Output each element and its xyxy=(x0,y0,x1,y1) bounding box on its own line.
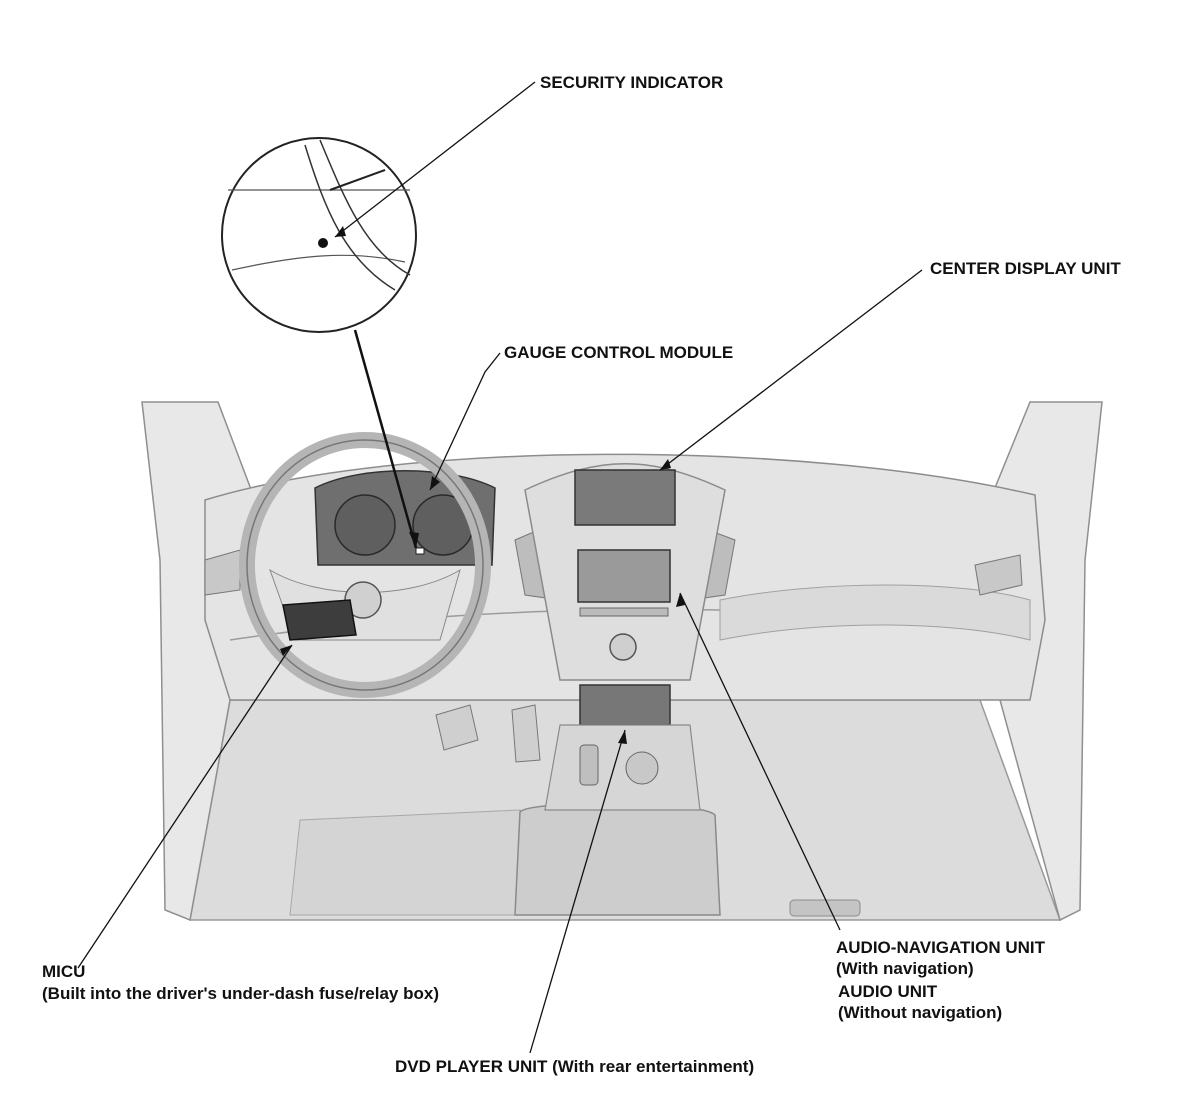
dvd-tray xyxy=(579,684,671,726)
security-indicator-detail xyxy=(221,137,417,333)
micu-box xyxy=(282,599,357,641)
security-indicator-led xyxy=(415,547,425,555)
center-stack xyxy=(524,463,726,811)
dvd-player-unit-label: DVD PLAYER UNIT (With rear entertainment… xyxy=(395,1057,755,1076)
pedals xyxy=(435,704,541,763)
security-indicator-label: SECURITY INDICATOR xyxy=(540,73,724,92)
leader-lines xyxy=(77,81,923,1054)
micu-note-label: (Built into the driver's under-dash fuse… xyxy=(42,984,439,1003)
with-navigation-label: (With navigation) xyxy=(836,959,974,978)
gauge-control-module-label: GAUGE CONTROL MODULE xyxy=(504,343,734,362)
audio-unit-label: AUDIO UNIT xyxy=(838,982,938,1001)
leader-arrowheads xyxy=(280,226,685,744)
center-display-unit-label: CENTER DISPLAY UNIT xyxy=(930,259,1121,278)
without-navigation-label: (Without navigation) xyxy=(838,1003,1003,1022)
audio-navigation-unit-label: AUDIO-NAVIGATION UNIT xyxy=(836,938,1046,957)
audio-nav-screen xyxy=(577,549,671,603)
micu-label: MICU xyxy=(42,962,86,981)
center-display-screen xyxy=(574,469,676,526)
security-indicator-dot xyxy=(318,238,328,248)
instrument-cluster xyxy=(314,470,496,566)
